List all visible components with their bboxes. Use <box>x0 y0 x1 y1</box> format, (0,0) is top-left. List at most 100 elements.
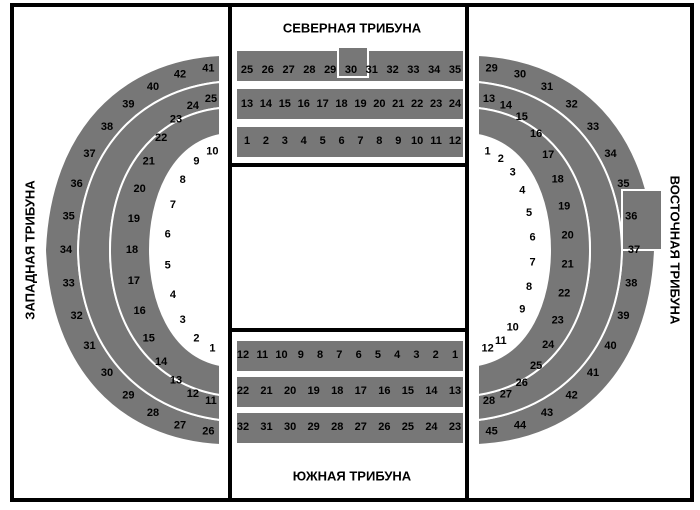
section-number[interactable]: 23 <box>170 113 182 125</box>
section-number[interactable]: 2 <box>433 349 439 361</box>
section-number[interactable]: 24 <box>425 421 438 433</box>
section-number[interactable]: 35 <box>617 178 629 190</box>
section-number[interactable]: 22 <box>558 287 570 299</box>
section-number[interactable]: 22 <box>411 98 423 110</box>
section-number[interactable]: 1 <box>452 349 458 361</box>
section-number[interactable]: 34 <box>60 244 73 256</box>
section-number[interactable]: 6 <box>338 135 344 147</box>
section-number[interactable]: 23 <box>552 315 564 327</box>
section-number[interactable]: 2 <box>193 333 199 345</box>
section-number[interactable]: 24 <box>542 339 555 351</box>
section-number[interactable]: 2 <box>263 135 269 147</box>
north-middle-row[interactable] <box>235 87 465 121</box>
section-number[interactable]: 13 <box>170 375 182 387</box>
section-number[interactable]: 27 <box>355 421 367 433</box>
section-number[interactable]: 37 <box>628 244 640 256</box>
section-number[interactable]: 27 <box>500 389 512 401</box>
section-number[interactable]: 13 <box>449 385 461 397</box>
section-number[interactable]: 10 <box>275 349 287 361</box>
section-number[interactable]: 23 <box>430 98 442 110</box>
section-number[interactable]: 39 <box>122 98 134 110</box>
section-number[interactable]: 20 <box>133 183 145 195</box>
section-number[interactable]: 5 <box>526 207 532 219</box>
section-number[interactable]: 12 <box>237 349 249 361</box>
section-number[interactable]: 12 <box>481 343 493 355</box>
section-number[interactable]: 24 <box>187 100 200 112</box>
section-number[interactable]: 25 <box>402 421 414 433</box>
section-number[interactable]: 33 <box>407 64 419 76</box>
section-number[interactable]: 22 <box>155 132 167 144</box>
section-number[interactable]: 29 <box>308 421 320 433</box>
section-number[interactable]: 40 <box>604 340 616 352</box>
section-number[interactable]: 31 <box>366 64 378 76</box>
west-inner-ring[interactable] <box>108 106 221 397</box>
section-number[interactable]: 32 <box>386 64 398 76</box>
section-number[interactable]: 16 <box>530 128 542 140</box>
section-number[interactable]: 26 <box>516 377 528 389</box>
section-number[interactable]: 30 <box>101 367 113 379</box>
section-number[interactable]: 26 <box>378 421 390 433</box>
section-number[interactable]: 33 <box>587 121 599 133</box>
section-number[interactable]: 32 <box>237 421 249 433</box>
south-top-row[interactable] <box>235 339 465 373</box>
section-number[interactable]: 32 <box>565 98 577 110</box>
section-number[interactable]: 19 <box>308 385 320 397</box>
section-number[interactable]: 34 <box>428 64 441 76</box>
section-number[interactable]: 36 <box>625 210 637 222</box>
section-number[interactable]: 31 <box>83 340 95 352</box>
section-number[interactable]: 30 <box>284 421 296 433</box>
section-number[interactable]: 19 <box>558 201 570 213</box>
section-number[interactable]: 4 <box>170 289 177 301</box>
section-number[interactable]: 11 <box>430 135 442 147</box>
section-number[interactable]: 25 <box>205 93 217 105</box>
section-number[interactable]: 21 <box>143 156 155 168</box>
section-number[interactable]: 14 <box>155 356 168 368</box>
north-section-30-block[interactable] <box>337 46 369 78</box>
section-number[interactable]: 36 <box>70 178 82 190</box>
section-number[interactable]: 16 <box>298 98 310 110</box>
section-number[interactable]: 30 <box>514 69 526 81</box>
section-number[interactable]: 17 <box>355 385 367 397</box>
section-number[interactable]: 39 <box>617 310 629 322</box>
section-number[interactable]: 14 <box>500 100 513 112</box>
section-number[interactable]: 8 <box>180 174 186 186</box>
section-number[interactable]: 1 <box>485 146 491 158</box>
section-number[interactable]: 11 <box>495 335 507 347</box>
section-number[interactable]: 28 <box>331 421 343 433</box>
section-number[interactable]: 20 <box>284 385 296 397</box>
section-number[interactable]: 35 <box>63 210 75 222</box>
section-number[interactable]: 9 <box>395 135 401 147</box>
section-number[interactable]: 10 <box>206 146 218 158</box>
section-number[interactable]: 41 <box>587 367 599 379</box>
section-number[interactable]: 31 <box>260 421 272 433</box>
section-number[interactable]: 29 <box>324 64 336 76</box>
section-number[interactable]: 38 <box>625 278 637 290</box>
section-number[interactable]: 18 <box>335 98 347 110</box>
section-number[interactable]: 4 <box>519 185 526 197</box>
section-number[interactable]: 45 <box>485 425 497 437</box>
section-number[interactable]: 8 <box>317 349 323 361</box>
section-number[interactable]: 5 <box>375 349 381 361</box>
section-number[interactable]: 27 <box>282 64 294 76</box>
section-number[interactable]: 32 <box>70 310 82 322</box>
section-number[interactable]: 42 <box>565 390 577 402</box>
section-number[interactable]: 13 <box>241 98 253 110</box>
section-number[interactable]: 19 <box>354 98 366 110</box>
section-number[interactable]: 10 <box>507 322 519 334</box>
east-inner-ring[interactable] <box>477 106 592 397</box>
section-number[interactable]: 28 <box>147 407 159 419</box>
section-number[interactable]: 4 <box>394 349 401 361</box>
section-number[interactable]: 20 <box>561 229 573 241</box>
section-number[interactable]: 38 <box>101 121 113 133</box>
section-number[interactable]: 29 <box>122 390 134 402</box>
section-number[interactable]: 31 <box>541 81 553 93</box>
section-number[interactable]: 7 <box>336 349 342 361</box>
section-number[interactable]: 15 <box>279 98 291 110</box>
section-number[interactable]: 21 <box>561 259 573 271</box>
section-number[interactable]: 18 <box>331 385 343 397</box>
section-number[interactable]: 42 <box>174 69 186 81</box>
section-number[interactable]: 30 <box>345 64 357 76</box>
section-number[interactable]: 1 <box>209 343 215 355</box>
section-number[interactable]: 15 <box>143 332 155 344</box>
section-number[interactable]: 15 <box>516 111 528 123</box>
